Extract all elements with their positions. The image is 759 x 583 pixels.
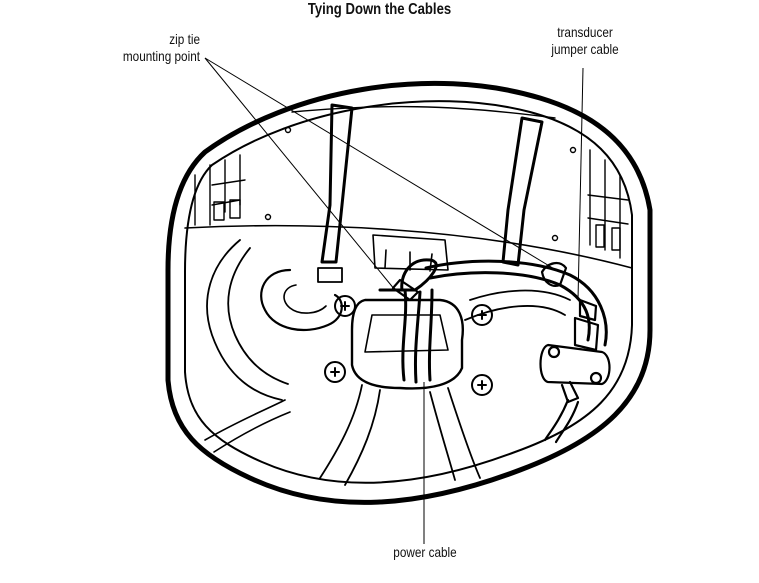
label-power-cable: power cable: [393, 544, 457, 560]
leader-zip-tie-1: [204, 57, 396, 291]
center-clip-block: [372, 234, 449, 272]
label-transducer-jumper-cable: transducer jumper cable: [530, 24, 639, 58]
label-zip-tie-mounting-point: zip tie mounting point: [82, 31, 200, 65]
leader-lines: [204, 57, 584, 544]
diagram-title: Tying Down the Cables: [307, 1, 452, 18]
mount-floor-edge: [184, 224, 633, 269]
mount-base-inner-rim: [184, 100, 633, 484]
right-curved-channel: [464, 289, 571, 321]
lower-left-channel: [204, 399, 291, 453]
transducer-lead: [543, 398, 580, 444]
back-panel: [291, 105, 556, 119]
zip-ties: [391, 262, 568, 302]
mount-base-outer-shell: [165, 80, 653, 505]
label-zip-tie-line2: mounting point: [122, 48, 200, 64]
cable-bundle: [378, 258, 608, 384]
left-wall-ribs: [194, 154, 246, 226]
label-transducer-line1: transducer: [557, 24, 613, 40]
left-vertical-post: [320, 103, 354, 264]
leader-transducer: [577, 67, 584, 301]
label-transducer-line2: jumper cable: [551, 41, 619, 57]
transducer-connector: [539, 298, 611, 404]
center-lower-channels: [319, 384, 481, 486]
leader-zip-tie-2: [204, 57, 557, 271]
cable-holder-left: [260, 268, 343, 332]
right-wall-ribs: [587, 149, 629, 259]
left-curved-channel: [206, 239, 289, 401]
right-vertical-post: [501, 116, 544, 267]
label-zip-tie-line1: zip tie: [169, 31, 200, 47]
cable-guide-box: [350, 298, 464, 390]
small-mounting-holes: [264, 126, 577, 242]
front-tab: [317, 267, 343, 283]
screw-holes: [324, 295, 493, 396]
